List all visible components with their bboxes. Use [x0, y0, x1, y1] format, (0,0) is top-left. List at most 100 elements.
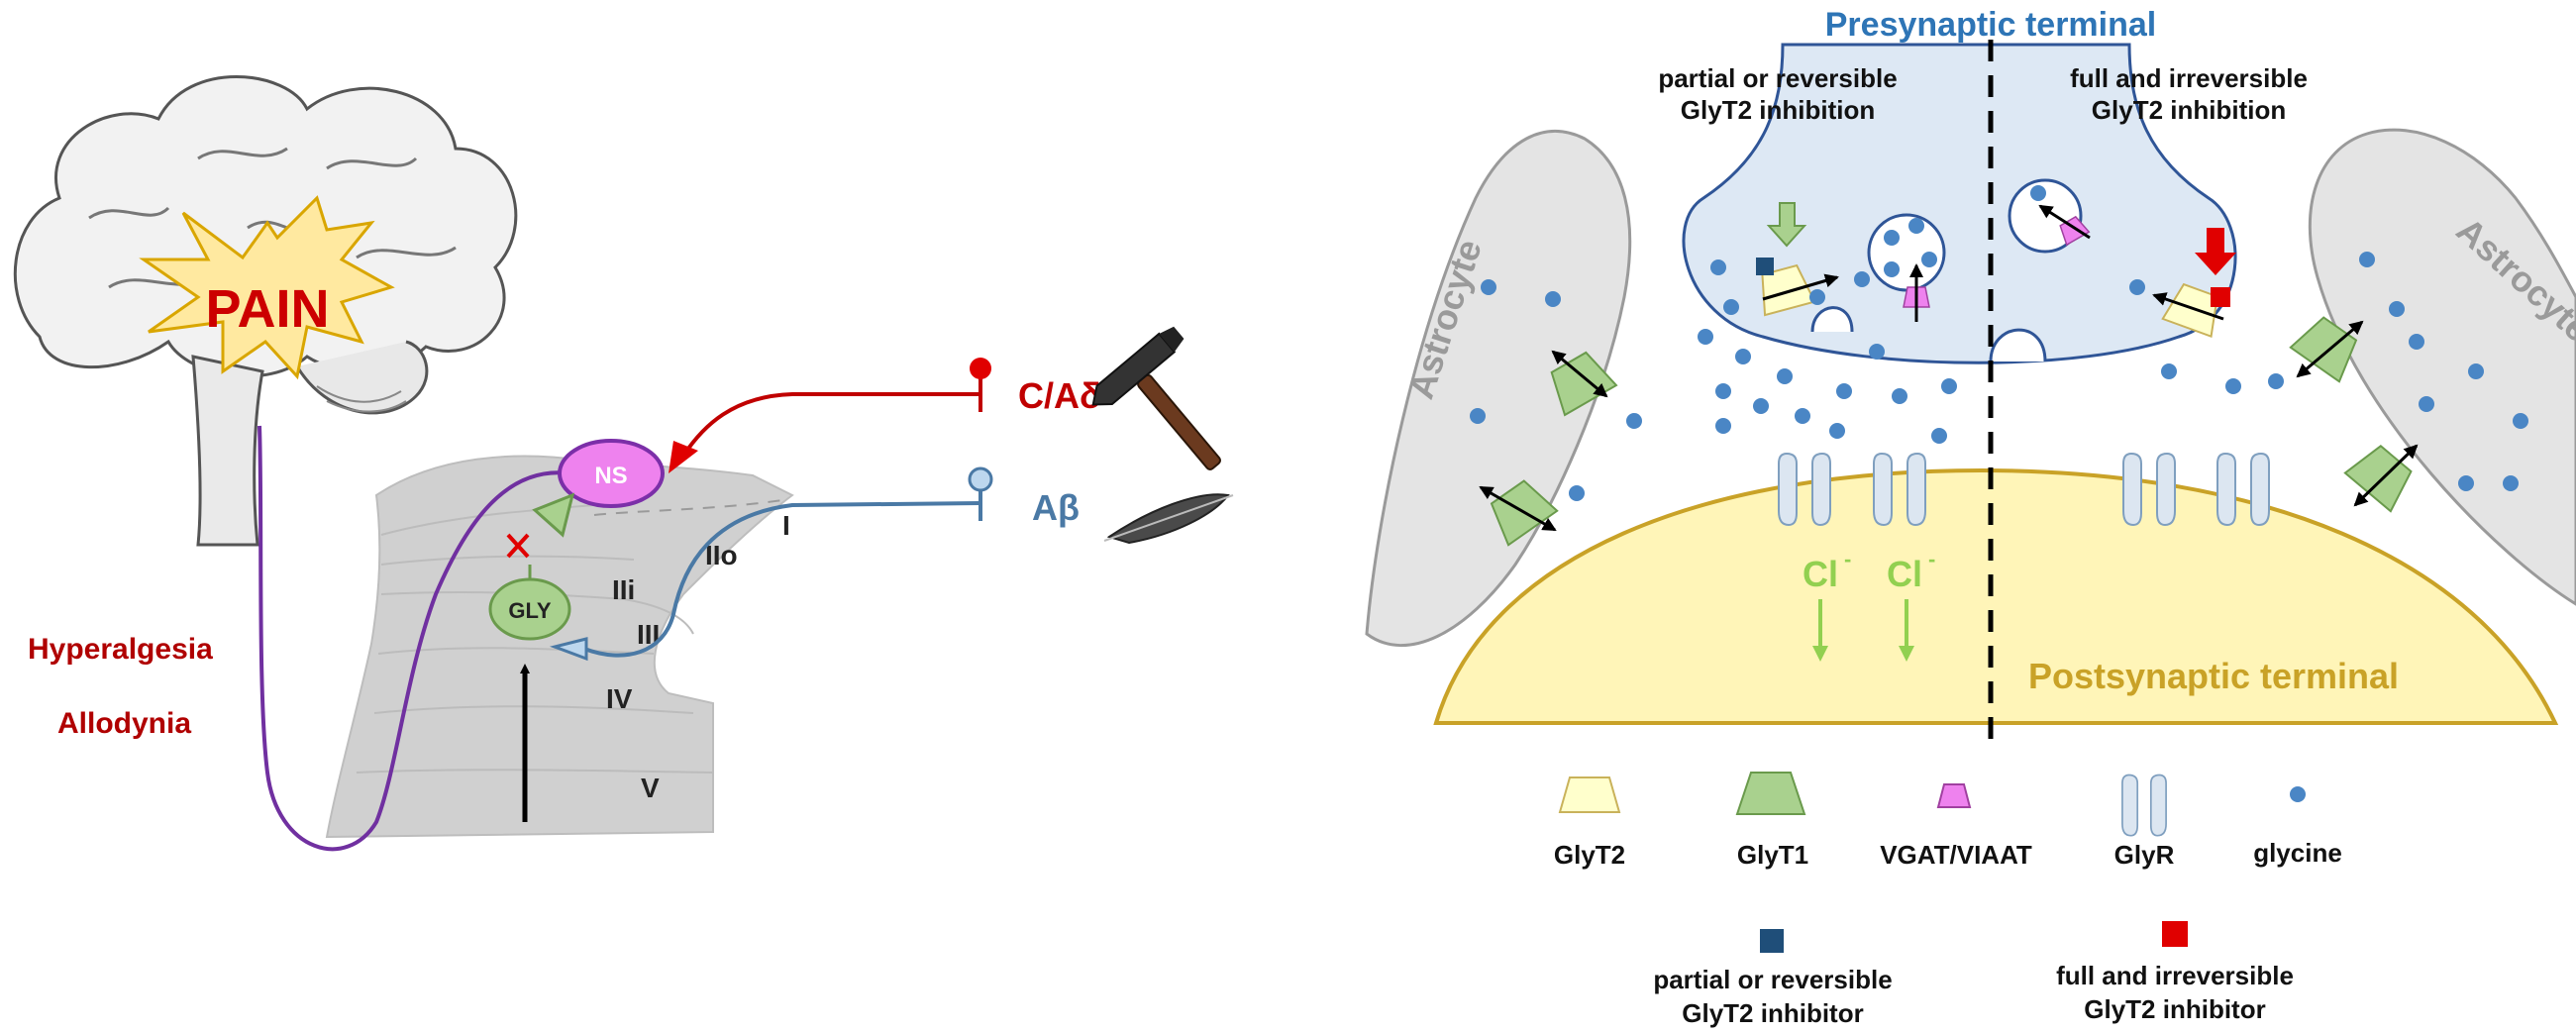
- postsynaptic-terminal: [1433, 467, 2559, 725]
- pain-burst: PAIN: [139, 195, 395, 380]
- glycine-icon: [2290, 786, 2306, 802]
- glycine-cluster: [1470, 185, 2528, 501]
- glycine-molecule: [1884, 261, 1900, 277]
- glycine-molecule: [2503, 475, 2519, 491]
- glycine-molecule: [2030, 185, 2046, 201]
- glycine-molecule: [2268, 373, 2284, 389]
- glycine-molecule: [1892, 388, 1907, 404]
- symptom-hyperalgesia: Hyperalgesia: [28, 633, 213, 666]
- ascending-tract: [258, 425, 570, 852]
- glycine-molecule: [1921, 252, 1937, 267]
- glycine-molecule: [1481, 279, 1496, 295]
- glycine-molecule: [2513, 413, 2528, 429]
- glycine-molecule: [2458, 475, 2474, 491]
- chloride-label: Cl: [1803, 554, 1838, 594]
- astrocyte-right: [2308, 128, 2576, 606]
- c-fiber-receptor: [970, 358, 991, 379]
- inhibitor-legend-irreversible: full and irreversible GlyT2 inhibitor: [2056, 921, 2294, 1024]
- legend: GlyT2 GlyT1 VGAT/VIAAT GlyR glycine: [1554, 772, 2342, 870]
- reversible-arrow-icon: [1766, 202, 1807, 248]
- inhibitor-legend-line: GlyT2 inhibitor: [1682, 998, 1863, 1028]
- chloride-label: Cl: [1887, 554, 1922, 594]
- inhibitor-legend: partial or reversible GlyT2 inhibitor fu…: [1653, 921, 2294, 1028]
- glyt1-arrow: [2296, 320, 2364, 378]
- symptom-allodynia: Allodynia: [57, 707, 191, 740]
- right-panel: Astrocyte Astrocyte Postsynaptic termina…: [1365, 6, 2576, 1028]
- legend-item-glyt1: GlyT1: [1735, 772, 1808, 870]
- gly-terminal: [532, 492, 575, 538]
- uptake-arrow: [2152, 292, 2224, 321]
- feather-icon: [1103, 493, 1234, 545]
- glycine-molecule: [1854, 271, 1870, 287]
- ns-label: NS: [594, 463, 627, 489]
- gly-neuron: [488, 577, 571, 641]
- vgat-arrow: [2038, 204, 2091, 240]
- inhibitor-legend-line: GlyT2 inhibitor: [2084, 994, 2265, 1024]
- left-condition-line1: partial or reversible: [1658, 63, 1897, 93]
- glycine-molecule: [1941, 378, 1957, 394]
- right-condition-line1: full and irreversible: [2070, 63, 2308, 93]
- ab-fiber-terminal: [549, 637, 588, 662]
- glycine-molecule: [1626, 413, 1642, 429]
- ab-fiber: [549, 466, 993, 662]
- left-condition-line2: GlyT2 inhibition: [1681, 95, 1875, 125]
- lamina-V: V: [641, 773, 660, 803]
- legend-item-glyt2: GlyT2: [1554, 776, 1625, 870]
- glycine-molecule: [2129, 279, 2145, 295]
- legend-item-glycine: glycine: [2253, 786, 2342, 868]
- astrocyte-left: [1365, 130, 1632, 648]
- legend-item-vgat: VGAT/VIAAT: [1880, 783, 2032, 870]
- glycine-molecule: [1869, 344, 1885, 360]
- glycine-molecule: [1569, 485, 1585, 501]
- lamina-IIi: IIi: [612, 574, 635, 605]
- legend-label: VGAT/VIAAT: [1880, 840, 2032, 870]
- glycine-molecule: [1931, 428, 1947, 444]
- fusion-pore-left: [1810, 306, 1854, 333]
- irreversible-arrow-icon: [2195, 228, 2236, 275]
- c-fiber: [669, 358, 991, 473]
- legend-label: glycine: [2253, 838, 2342, 868]
- glycine-molecule: [1715, 418, 1731, 434]
- irreversible-inhibitor-icon: [2162, 921, 2188, 947]
- glyt1-transporter: [2343, 438, 2421, 513]
- inhibitor-legend-reversible: partial or reversible GlyT2 inhibitor: [1653, 929, 1893, 1028]
- legend-item-glyr: GlyR: [2114, 774, 2175, 870]
- glyt2-icon: [1558, 776, 1621, 813]
- chloride-right: Cl -: [1887, 547, 1935, 662]
- glyt1-arrow: [1479, 485, 1557, 532]
- glycine-molecule: [1809, 289, 1825, 305]
- fiber-c-label: C/Aδ: [1018, 375, 1101, 416]
- legend-label: GlyR: [2114, 840, 2175, 870]
- chloride-charge: -: [1844, 547, 1851, 571]
- inhibitor-legend-line: partial or reversible: [1653, 965, 1892, 994]
- left-panel: PAIN I IIo IIi III IV V C/Aδ: [13, 75, 1234, 852]
- post-label: Postsynaptic terminal: [2028, 656, 2399, 696]
- c-fiber-terminal: [669, 441, 698, 473]
- vgat-icon: [1936, 783, 1972, 808]
- glyt1-arrow: [1551, 350, 1608, 398]
- glyt1-icon: [1735, 772, 1806, 815]
- uptake-arrow: [1762, 273, 1839, 301]
- glyt1-arrow: [2353, 444, 2419, 507]
- inhibitor-legend-line: full and irreversible: [2056, 961, 2294, 990]
- glycine-molecule: [1753, 398, 1769, 414]
- glycine-molecule: [2409, 334, 2424, 350]
- lamina-IIo: IIo: [705, 540, 738, 570]
- reversible-inhibitor: [1756, 258, 1774, 275]
- glycine-molecule: [1829, 423, 1845, 439]
- lamina-labels: I IIo IIi III IV V: [606, 510, 790, 803]
- glycine-molecule: [1777, 368, 1793, 384]
- glycine-molecule: [1735, 349, 1751, 364]
- lamina-IV: IV: [606, 683, 633, 714]
- glyr-icon: [2121, 774, 2167, 837]
- glycine-molecule: [2225, 378, 2241, 394]
- pain-label: PAIN: [205, 279, 329, 339]
- chloride-left: Cl -: [1803, 547, 1851, 662]
- hammer-icon: [1091, 326, 1221, 470]
- lamina-III: III: [637, 619, 660, 650]
- glycine-molecule: [1710, 259, 1726, 275]
- glycine-molecule: [1715, 383, 1731, 399]
- glycine-molecule: [1908, 218, 1924, 234]
- glycine-molecule: [1795, 408, 1810, 424]
